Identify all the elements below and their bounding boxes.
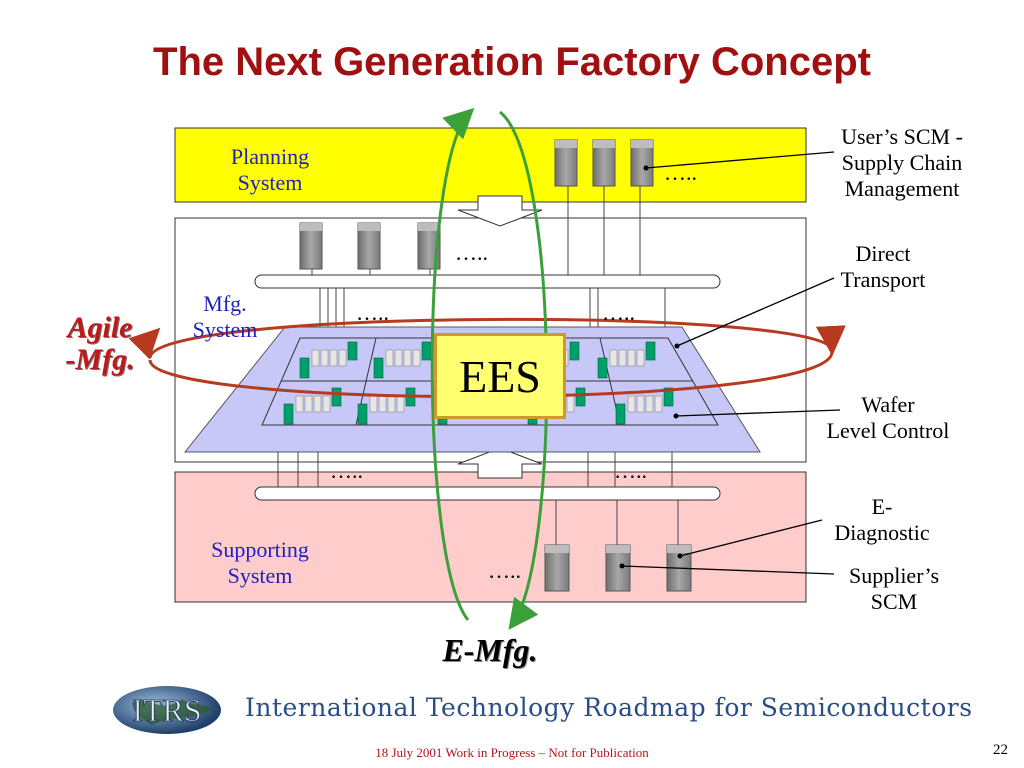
direct-line1: Direct — [855, 241, 911, 266]
transport-unit — [331, 387, 342, 407]
wafer-tool — [566, 395, 575, 413]
agile-label-line2: -Mfg. — [65, 343, 135, 376]
wafer-tool — [329, 349, 338, 367]
direct-line2: Transport — [840, 267, 926, 292]
agile-label-line1: Agile — [67, 311, 133, 344]
ees-label: EES — [459, 350, 541, 402]
ellipsis-supporting: ….. — [488, 558, 521, 583]
transport-unit — [575, 387, 586, 407]
supporting-label-line1: Supporting — [211, 537, 309, 562]
planning-label-line2: System — [237, 170, 303, 195]
itrs-logo: ITRS — [113, 686, 221, 734]
planning-system-label: Planning System — [205, 144, 335, 196]
wafer-tool — [636, 349, 645, 367]
ediag-line1: E- — [871, 494, 893, 519]
callout-wafer-level-control: Wafer Level Control — [800, 392, 976, 444]
footer-org-name: International Technology Roadmap for Sem… — [245, 693, 973, 722]
supplier-line1: Supplier’s — [848, 563, 940, 588]
agile-mfg-label: Agile -Mfg. — [50, 312, 150, 376]
user-scm-line3: Management — [844, 176, 960, 201]
wafer-tool — [387, 395, 396, 413]
wafer-line1: Wafer — [861, 392, 915, 417]
transport-unit — [597, 357, 608, 379]
wafer-tool — [412, 349, 421, 367]
ellipsis-mfg-left: ….. — [356, 300, 389, 325]
supporting-system-label: Supporting System — [190, 537, 330, 589]
agile-mfg-arrowhead-left — [128, 327, 161, 360]
callout-lines — [621, 151, 841, 575]
tool-cluster — [373, 341, 432, 379]
transport-unit — [569, 341, 580, 361]
transport-unit — [283, 403, 294, 425]
wafer-tool — [385, 349, 394, 367]
ellipsis-bottom-right: ….. — [614, 458, 647, 483]
arrow-planning-to-mfg — [457, 195, 543, 227]
page-number: 22 — [993, 742, 1008, 758]
wafer-tool — [313, 395, 322, 413]
callout-dots — [619, 165, 683, 569]
wafer-tool — [304, 395, 313, 413]
supporting-bus — [254, 486, 721, 501]
footer-note: 18 July 2001 Work in Progress – Not for … — [375, 745, 649, 760]
wafer-tool — [378, 395, 387, 413]
wafer-tool — [338, 349, 347, 367]
transport-unit — [357, 403, 368, 425]
ees-box: EES — [434, 333, 566, 419]
planning-label-line1: Planning — [230, 144, 310, 169]
emfg-ring-left — [430, 107, 475, 621]
ellipsis-planning: ….. — [664, 160, 697, 185]
transport-unit — [421, 341, 432, 361]
transport-unit — [373, 357, 384, 379]
planning-system-box — [174, 127, 807, 203]
user-scm-line1: User’s SCM - — [841, 124, 963, 149]
wafer-tool — [618, 349, 627, 367]
emfg-label: E-Mfg. — [442, 632, 538, 668]
user-scm-line2: Supply Chain — [841, 150, 963, 175]
ellipsis-bottom-left: ….. — [330, 458, 363, 483]
wafer-tool — [627, 349, 636, 367]
wafer-tool — [295, 395, 304, 413]
wafer-tool — [311, 349, 320, 367]
mfg-bus — [254, 274, 721, 289]
transport-unit — [347, 341, 358, 361]
tool-cluster — [283, 387, 342, 425]
mfg-label-line1: Mfg. — [203, 291, 247, 316]
wafer-line2: Level Control — [826, 418, 950, 443]
itrs-logo-text: ITRS — [132, 692, 201, 728]
transport-unit — [663, 387, 674, 407]
wafer-tool — [403, 349, 412, 367]
ediag-line2: Diagnostic — [834, 520, 930, 545]
wafer-tool — [394, 349, 403, 367]
tool-cluster — [299, 341, 358, 379]
wafer-tool — [645, 395, 654, 413]
ellipsis-mfg-right: ….. — [602, 300, 635, 325]
wafer-tool — [636, 395, 645, 413]
supporting-label-line2: System — [227, 563, 293, 588]
wafer-tool — [320, 349, 329, 367]
transport-unit — [645, 341, 656, 361]
slide-title: The Next Generation Factory Concept — [153, 40, 871, 84]
callout-direct-transport: Direct Transport — [815, 241, 951, 293]
wafer-tool — [396, 395, 405, 413]
wafer-tool — [609, 349, 618, 367]
transport-unit — [299, 357, 310, 379]
mfg-system-label: Mfg. System — [170, 291, 280, 343]
tool-cluster — [615, 387, 674, 425]
callout-user-scm: User’s SCM - Supply Chain Management — [812, 124, 992, 202]
mfg-label-line2: System — [192, 317, 258, 342]
agile-mfg-ring — [148, 317, 846, 359]
wafer-tool — [627, 395, 636, 413]
tool-cluster — [597, 341, 656, 379]
supplier-line2: SCM — [870, 589, 918, 614]
planning-servers — [554, 139, 654, 187]
wafer-tool — [322, 395, 331, 413]
wafer-tool — [654, 395, 663, 413]
transport-unit — [615, 403, 626, 425]
callout-e-diagnostic: E- Diagnostic — [812, 494, 952, 546]
wafer-tool — [369, 395, 378, 413]
mfg-servers — [299, 222, 441, 270]
ellipsis-mfg-servers: ….. — [455, 240, 488, 265]
callout-supplier-scm: Supplier’s SCM — [826, 563, 962, 615]
